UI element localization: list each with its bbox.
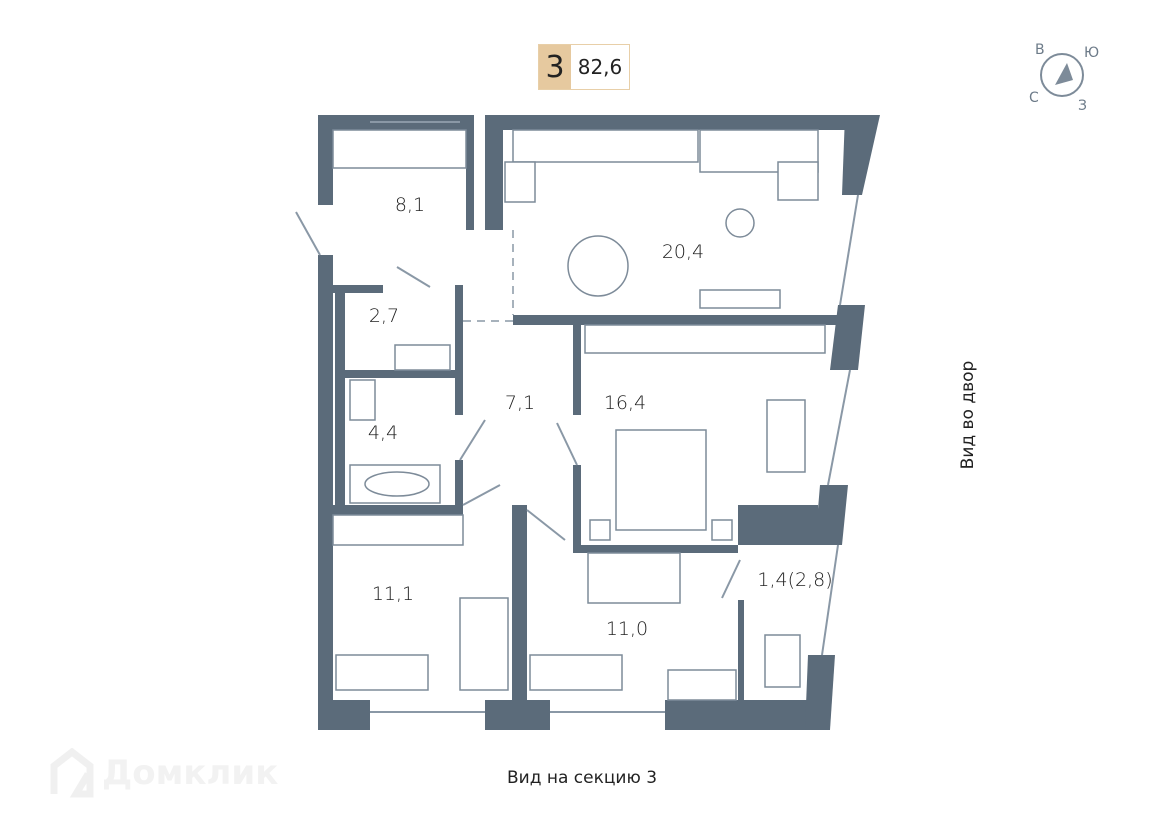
watermark-text: Домклик — [102, 753, 279, 793]
view-bottom-label: Вид на секцию 3 — [506, 768, 658, 788]
room-area-label: 16,4 — [603, 392, 647, 414]
furniture — [295, 129, 826, 701]
compass-north: С — [1029, 90, 1039, 106]
house-icon — [50, 748, 94, 798]
room-area-label: 11,0 — [605, 618, 649, 640]
apartment-badge: 3 82,6 — [538, 44, 630, 90]
room-area-label: 11,1 — [371, 583, 415, 605]
total-area: 82,6 — [577, 55, 623, 79]
compass-south: Ю — [1084, 45, 1100, 61]
room-area-label: 4,4 — [367, 422, 399, 444]
view-side-label: Вид во двор — [958, 360, 978, 470]
watermark-logo: Домклик — [50, 748, 278, 798]
compass-east: В — [1035, 42, 1045, 58]
rooms-count: 3 — [539, 45, 571, 89]
room-area-label: 20,4 — [661, 241, 705, 263]
interior-walls — [333, 115, 838, 730]
compass-west: З — [1078, 98, 1087, 114]
room-area-label: 1,4(2,8) — [757, 569, 833, 591]
room-area-label: 2,7 — [368, 305, 400, 327]
room-area-label: 7,1 — [504, 392, 536, 414]
room-area-label: 8,1 — [394, 194, 426, 216]
